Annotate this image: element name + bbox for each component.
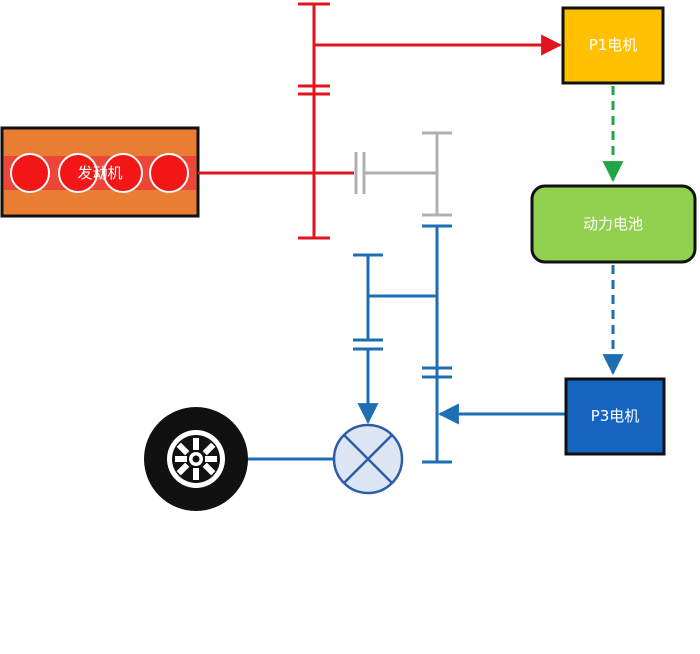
engine-cylinder — [149, 153, 189, 193]
p1-motor-label: P1电机 — [589, 36, 638, 54]
engine-cylinder — [10, 153, 50, 193]
engine-shaft — [198, 2, 354, 240]
differential-icon — [332, 423, 404, 495]
power-battery-label: 动力电池 — [583, 215, 643, 233]
wheel-icon — [144, 407, 248, 511]
engine-cylinder — [58, 153, 98, 193]
p1-motor: P1电机 — [561, 6, 665, 85]
p3-motor-label: P3电机 — [591, 407, 640, 425]
engine-cylinder — [103, 153, 143, 193]
p3-motor: P3电机 — [564, 377, 666, 456]
engine-label: 发动机 — [77, 164, 122, 182]
engine-cylinders — [10, 153, 189, 193]
engine: 发动机 — [0, 126, 200, 218]
power-battery: 动力电池 — [530, 184, 697, 264]
output-shaft — [196, 224, 452, 464]
clutch-shaft — [354, 131, 452, 217]
